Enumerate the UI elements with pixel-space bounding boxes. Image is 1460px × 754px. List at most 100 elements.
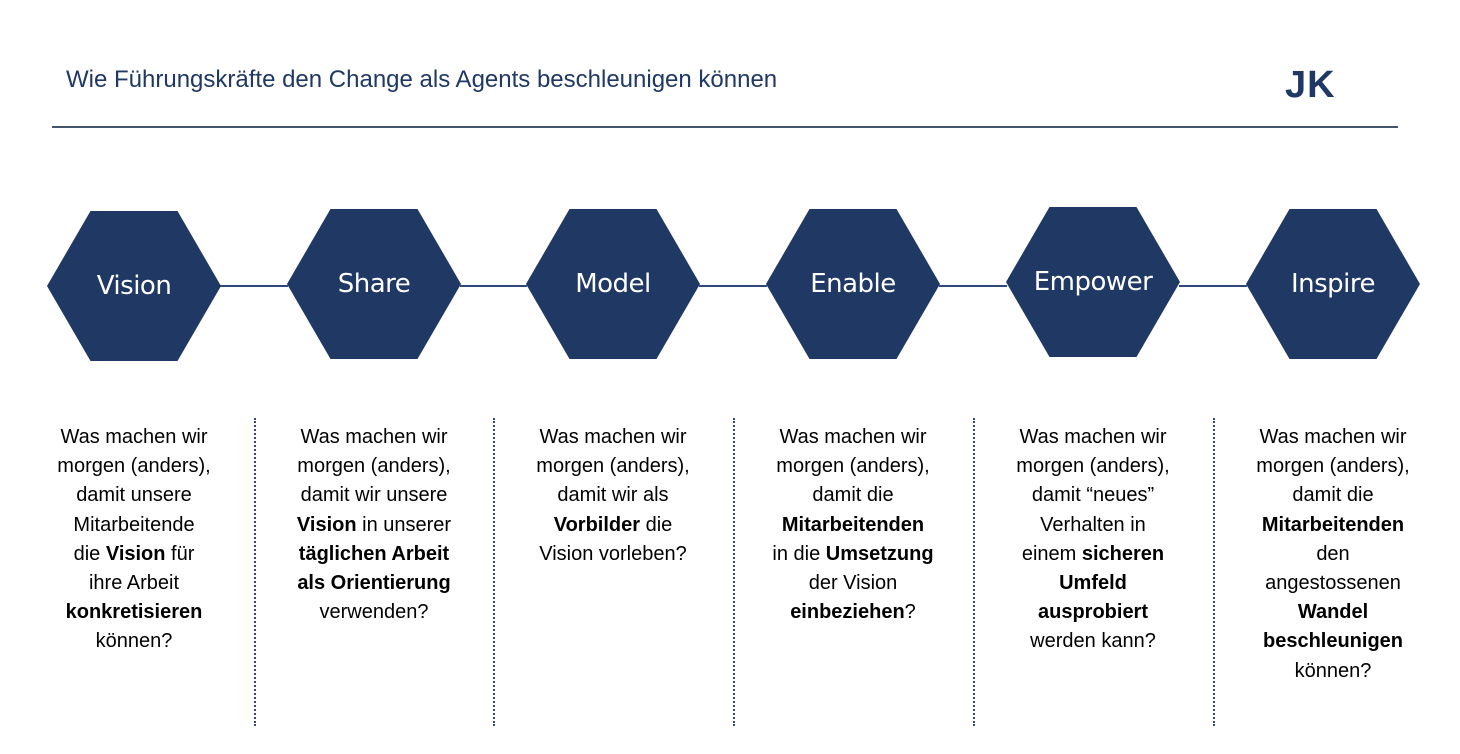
description-line: als Orientierung xyxy=(264,569,484,598)
description-line: Was machen wir xyxy=(503,423,723,452)
text: Mitarbeitende xyxy=(73,513,195,536)
text: Was machen wir xyxy=(539,426,687,448)
description-line: Wandel xyxy=(1223,598,1443,627)
text: können? xyxy=(95,630,173,653)
emphasis-text: Umsetzung xyxy=(825,542,934,565)
text: der Vision xyxy=(808,572,898,595)
connector-line xyxy=(460,285,527,287)
text: morgen (anders), xyxy=(57,455,211,478)
hexagon-empower: Empower xyxy=(1006,207,1180,357)
connector-line xyxy=(699,285,767,287)
description-line: werden kann? xyxy=(983,627,1203,656)
description-line: der Vision xyxy=(743,569,963,598)
emphasis-text: als Orientierung xyxy=(297,572,451,595)
description-line: damit wir unsere xyxy=(264,481,484,510)
description-line: morgen (anders), xyxy=(983,452,1203,481)
connector-line xyxy=(1179,285,1247,287)
description-line: ihre Arbeit xyxy=(24,569,244,598)
emphasis-text: Vorbilder xyxy=(553,513,641,536)
text: damit “neues” xyxy=(1031,484,1155,507)
text: Was machen wir xyxy=(300,426,448,448)
hexagon-label: Vision xyxy=(96,271,172,301)
description-line: den xyxy=(1223,540,1443,569)
description-line: Was machen wir xyxy=(743,423,963,452)
header-divider xyxy=(52,126,1398,128)
text: in die xyxy=(772,542,826,565)
text: damit die xyxy=(1292,484,1374,507)
description-line: täglichen Arbeit xyxy=(264,540,484,569)
text: angestossenen xyxy=(1265,572,1401,595)
text: werden kann? xyxy=(1030,630,1156,653)
description-line: morgen (anders), xyxy=(503,452,723,481)
text: können? xyxy=(1294,659,1372,682)
description-line: damit die xyxy=(743,481,963,510)
hexagon-label: Inspire xyxy=(1290,269,1376,299)
text: Was machen wir xyxy=(60,426,208,448)
text: Verhalten in xyxy=(1040,513,1146,536)
connector-line xyxy=(220,285,288,287)
hexagon-label: Share xyxy=(337,269,411,299)
hexagon-label: Enable xyxy=(810,269,896,299)
text: ihre Arbeit xyxy=(88,572,180,595)
step-description: Was machen wir morgen (anders), damit unse… xyxy=(24,423,244,657)
description-line: Mitarbeitende xyxy=(24,511,244,540)
text: morgen (anders), xyxy=(536,455,690,478)
description-line: damit wir als xyxy=(503,481,723,510)
hexagon-model: Model xyxy=(526,209,700,359)
description-line: Verhalten in xyxy=(983,511,1203,540)
text: damit die xyxy=(812,484,894,507)
description-line: können? xyxy=(1223,657,1443,686)
description-line: einbeziehen? xyxy=(743,598,963,627)
text: ? xyxy=(904,601,916,624)
text: damit unsere xyxy=(76,484,192,507)
description-line: damit unsere xyxy=(24,481,244,510)
description-line: können? xyxy=(24,627,244,656)
emphasis-text: täglichen Arbeit xyxy=(298,542,450,565)
description-line: Was machen wir xyxy=(983,423,1203,452)
text: Was machen wir xyxy=(1259,426,1407,448)
description-line: Vorbilder die xyxy=(503,511,723,540)
column-separator xyxy=(1213,418,1215,726)
connector-line xyxy=(939,285,1007,287)
description-line: angestossenen xyxy=(1223,569,1443,598)
text: für xyxy=(165,542,195,565)
description-line: Was machen wir xyxy=(24,423,244,452)
description-line: Vision vorleben? xyxy=(503,540,723,569)
column-separator xyxy=(733,418,735,726)
hexagon-label: Model xyxy=(575,269,651,299)
column-separator xyxy=(254,418,256,726)
text: morgen (anders), xyxy=(297,455,451,478)
description-line: Mitarbeitenden xyxy=(743,511,963,540)
text: die xyxy=(73,542,106,565)
emphasis-text: konkretisieren xyxy=(65,601,203,624)
text: morgen (anders), xyxy=(1016,455,1170,478)
hexagon-vision: Vision xyxy=(47,211,221,361)
text: Was machen wir xyxy=(779,426,927,448)
text: in unserer xyxy=(356,513,452,536)
description-line: Umfeld xyxy=(983,569,1203,598)
emphasis-text: Mitarbeitenden xyxy=(781,513,925,536)
step-description: Was machen wir morgen (anders), damit wir … xyxy=(503,423,723,569)
text: morgen (anders), xyxy=(776,455,930,478)
hexagon-label: Empower xyxy=(1033,267,1153,297)
emphasis-text: Mitarbeitenden xyxy=(1261,513,1405,536)
emphasis-text: sicheren xyxy=(1081,542,1165,565)
description-line: einem sicheren xyxy=(983,540,1203,569)
description-line: beschleunigen xyxy=(1223,627,1443,656)
description-line: Vision in unserer xyxy=(264,511,484,540)
text: einem xyxy=(1021,542,1082,565)
step-description: Was machen wir morgen (anders), damit wir … xyxy=(264,423,484,627)
description-line: morgen (anders), xyxy=(264,452,484,481)
emphasis-text: einbeziehen xyxy=(790,601,905,624)
text: den xyxy=(1316,542,1350,565)
emphasis-text: Umfeld xyxy=(1059,572,1127,595)
emphasis-text: Vision xyxy=(296,513,357,536)
emphasis-text: Wandel xyxy=(1297,601,1369,624)
text: Was machen wir xyxy=(1019,426,1167,448)
description-line: verwenden? xyxy=(264,598,484,627)
description-line: morgen (anders), xyxy=(743,452,963,481)
text: morgen (anders), xyxy=(1256,455,1410,478)
column-separator xyxy=(493,418,495,726)
